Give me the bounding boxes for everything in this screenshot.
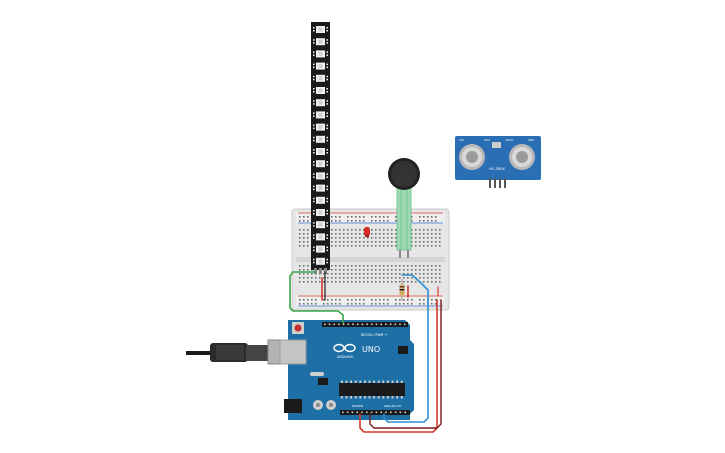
ultrasonic-sensor[interactable]: HC-SR04 VCC TRIG ECHO GND (455, 136, 541, 188)
microcontroller-pins (341, 380, 403, 399)
wire-green-data (289, 271, 344, 324)
ultrasonic-trig-label: TRIG (484, 138, 490, 142)
power-analog-header-pins[interactable] (342, 411, 406, 414)
led-strip[interactable] (311, 22, 330, 274)
resistor[interactable] (399, 279, 405, 301)
wire-red-5v (359, 299, 438, 433)
arduino-logo (333, 343, 356, 353)
power-label: POWER (352, 404, 363, 408)
red-led[interactable] (364, 227, 370, 237)
analog-label: ANALOG IN (384, 404, 401, 408)
wire-black-gnd (369, 299, 442, 429)
ultrasonic-gnd-label: GND (528, 138, 534, 142)
digital-header-pins[interactable] (324, 323, 406, 326)
arduino-uno[interactable]: DIGITAL (PWM~) UNO ARDUINO POWER ANALOG … (279, 320, 414, 420)
force-sensor[interactable] (388, 158, 420, 258)
arduino-brand-label: ARDUINO (337, 355, 354, 359)
wire-blue-signal (383, 274, 429, 423)
reset-button (294, 324, 302, 332)
ultrasonic-model-label: HC-SR04 (489, 167, 505, 171)
wires[interactable] (289, 271, 442, 433)
led-strip-pixels (313, 26, 328, 265)
ultrasonic-echo-label: ECHO (506, 138, 513, 142)
arduino-model-label: UNO (362, 345, 380, 354)
ultrasonic-vcc-label: VCC (459, 138, 464, 142)
digital-label: DIGITAL (PWM~) (361, 333, 387, 337)
